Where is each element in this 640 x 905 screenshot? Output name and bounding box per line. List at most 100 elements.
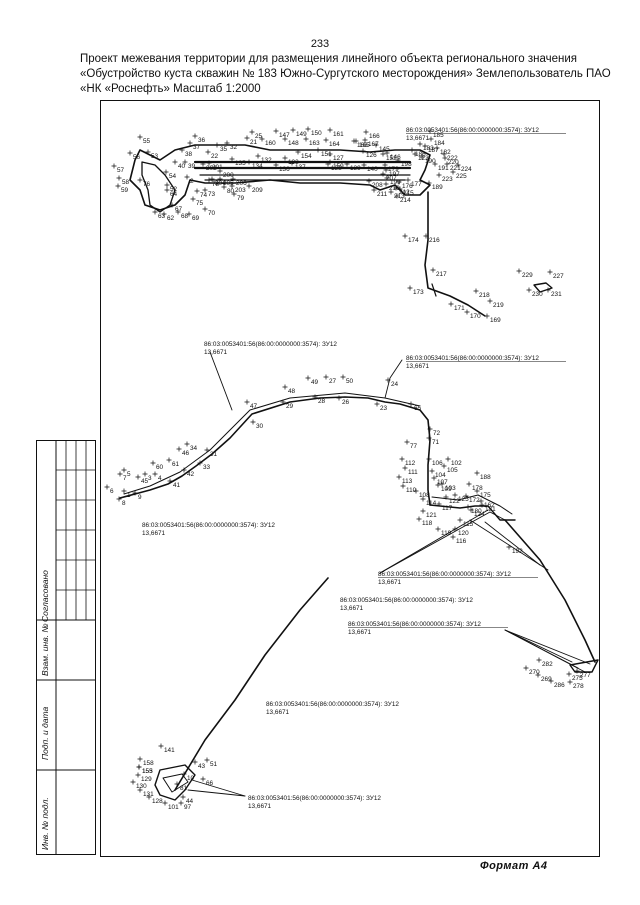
point-label-148: 148 [288, 140, 299, 147]
point-label-124: 124 [474, 511, 485, 518]
point-label-286: 286 [554, 682, 565, 689]
survey-point-marker [442, 155, 448, 161]
point-label-231: 231 [551, 291, 562, 298]
survey-point-marker [395, 157, 401, 163]
survey-point-marker [526, 287, 532, 293]
survey-point-marker [255, 153, 261, 159]
point-label-182: 182 [440, 149, 451, 156]
survey-point-marker [450, 169, 456, 175]
point-label-139: 139 [350, 165, 361, 172]
point-label-62: 62 [167, 215, 175, 222]
point-label-140: 140 [367, 166, 378, 173]
point-label-35: 35 [220, 146, 228, 153]
point-label-200: 200 [223, 172, 234, 179]
point-label-219: 219 [493, 302, 504, 309]
point-label-120: 120 [458, 530, 469, 537]
survey-point-marker [567, 679, 573, 685]
survey-point-marker [383, 167, 389, 173]
survey-point-marker [246, 159, 252, 165]
survey-point-marker [385, 377, 391, 383]
point-label-172: 172 [469, 497, 480, 504]
survey-point-marker [202, 187, 208, 193]
survey-point-marker [436, 172, 442, 178]
point-label-198: 198 [401, 161, 412, 168]
survey-point-marker [250, 419, 256, 425]
survey-point-marker [448, 301, 454, 307]
survey-point-marker [397, 186, 403, 192]
survey-point-marker [181, 467, 187, 473]
parcel-code-label: 86:03:0053401:56(86:00:0000000:3574): ЗУ… [406, 355, 539, 362]
point-label-37: 37 [193, 144, 201, 151]
point-label-158: 158 [143, 760, 154, 767]
survey-point-marker [116, 175, 122, 181]
point-label-81: 81 [180, 785, 188, 792]
point-label-215: 215 [403, 190, 414, 197]
survey-point-marker [192, 759, 198, 765]
survey-point-marker [436, 501, 442, 507]
survey-point-marker [435, 482, 441, 488]
survey-point-marker [420, 508, 426, 514]
survey-point-marker [336, 395, 342, 401]
survey-point-marker [373, 142, 379, 148]
format-label: Формат А4 [480, 860, 548, 872]
survey-point-marker [412, 151, 418, 157]
point-label-137: 137 [295, 164, 306, 171]
survey-point-marker [181, 771, 187, 777]
point-label-147: 147 [279, 132, 290, 139]
point-label-179: 179 [388, 166, 399, 173]
survey-point-marker [282, 136, 288, 142]
survey-point-marker [344, 161, 350, 167]
survey-point-marker [217, 176, 223, 182]
survey-point-marker [206, 160, 212, 166]
point-label-60: 60 [156, 464, 164, 471]
point-label-141: 141 [164, 747, 175, 754]
point-label-58: 58 [122, 179, 130, 186]
point-label-108: 108 [419, 492, 430, 499]
point-label-133: 133 [288, 159, 299, 166]
point-label-8: 8 [122, 500, 126, 507]
point-label-162: 162 [484, 502, 495, 509]
point-label-269: 269 [541, 676, 552, 683]
survey-point-marker [455, 162, 461, 168]
survey-point-marker [230, 176, 236, 182]
access-road [424, 191, 486, 317]
survey-point-marker [457, 517, 463, 523]
point-label-24: 24 [391, 381, 399, 388]
survey-point-marker [393, 185, 399, 191]
point-label-146: 146 [390, 154, 401, 161]
point-label-103: 103 [445, 485, 456, 492]
point-label-136: 136 [279, 166, 290, 173]
point-label-132: 132 [261, 157, 272, 164]
survey-point-marker [380, 151, 386, 157]
point-label-185: 185 [433, 132, 444, 139]
survey-point-marker [190, 196, 196, 202]
survey-point-marker [204, 757, 210, 763]
point-label-109: 109 [441, 486, 452, 493]
point-label-36: 36 [198, 137, 206, 144]
point-label-199: 199 [390, 179, 401, 186]
point-label-278: 278 [573, 683, 584, 690]
parcel-area-label: 13,6671 [204, 349, 228, 356]
survey-point-marker [135, 474, 141, 480]
point-label-1: 1 [127, 492, 131, 499]
point-label-187: 187 [428, 147, 439, 154]
point-label-111: 111 [408, 469, 418, 476]
point-label-107: 107 [437, 479, 448, 486]
point-label-105: 105 [447, 467, 458, 474]
survey-point-marker [478, 498, 484, 504]
survey-point-marker [167, 478, 173, 484]
point-label-212: 212 [399, 189, 410, 196]
survey-point-marker [362, 137, 368, 143]
survey-point-marker [465, 504, 471, 510]
survey-point-marker [474, 488, 480, 494]
survey-point-marker [187, 140, 193, 146]
point-label-210: 210 [389, 185, 400, 192]
survey-point-marker [427, 128, 433, 134]
point-label-190: 190 [425, 158, 436, 165]
point-label-205: 205 [223, 180, 234, 187]
survey-point-marker [202, 206, 208, 212]
point-label-208: 208 [372, 182, 383, 189]
survey-point-marker [246, 183, 252, 189]
survey-point-marker [111, 163, 117, 169]
survey-point-marker [214, 142, 220, 148]
